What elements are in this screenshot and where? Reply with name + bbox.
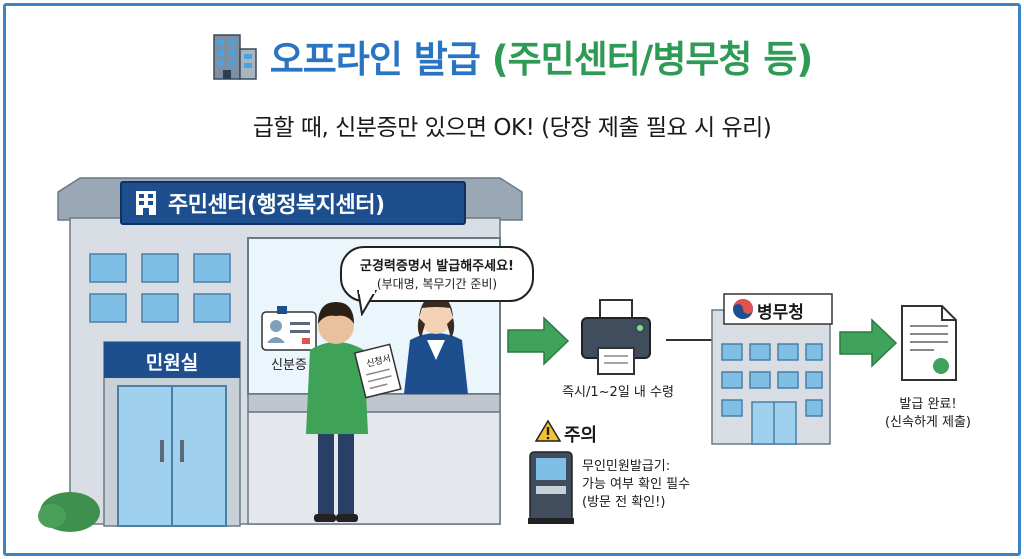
building-icon [136, 191, 156, 215]
community-center-sign: 주민센터(행정복지센터) [120, 181, 466, 225]
issued-document-icon [901, 305, 957, 381]
speech-bubble-tail [356, 290, 378, 316]
mma-sign-label: 병무청 [757, 303, 804, 323]
page-title: 오프라인 발급 (주민센터/병무청 등) [269, 29, 814, 83]
kiosk-icon [528, 451, 574, 524]
speech-hint: (부대명, 복무기간 준비) [376, 277, 498, 291]
caution-line-3: (방문 전 확인!) [582, 495, 666, 510]
caution-line-1: 무인민원발급기: [582, 459, 671, 474]
korea-emblem-icon [733, 299, 753, 319]
flow-arrow-1 [507, 316, 570, 366]
title-part-places: (주민센터/병무청 등) [491, 38, 814, 81]
subtitle: 급할 때, 신분증만 있으면 OK! (당장 제출 필요 시 유리) [252, 115, 772, 141]
id-card-icon [261, 306, 317, 351]
flow-arrow-2 [839, 318, 898, 368]
caution-heading: 주의 [564, 425, 598, 446]
issued-label: 발급 완료! [899, 397, 957, 412]
title-row: 오프라인 발급 (주민센터/병무청 등) [0, 26, 1024, 86]
application-form [353, 343, 402, 399]
office-building-icon [212, 34, 257, 80]
caution-line-2: 가능 여부 확인 필수 [582, 477, 691, 492]
issued-sublabel: (신속하게 제출) [884, 415, 972, 430]
printer-label: 즉시/1~2일 내 수령 [562, 385, 674, 400]
civil-affairs-door-sign: 민원실 [145, 352, 199, 374]
id-card-label: 신분증 [271, 358, 307, 373]
printer-icon [581, 299, 651, 375]
speech-request: 군경력증명서 발급해주세요! [360, 259, 514, 274]
mma-building [711, 293, 833, 445]
warning-icon [534, 419, 562, 442]
community-center-sign-label: 주민센터(행정복지센터) [168, 193, 385, 218]
title-part-offline: 오프라인 발급 [269, 38, 481, 81]
